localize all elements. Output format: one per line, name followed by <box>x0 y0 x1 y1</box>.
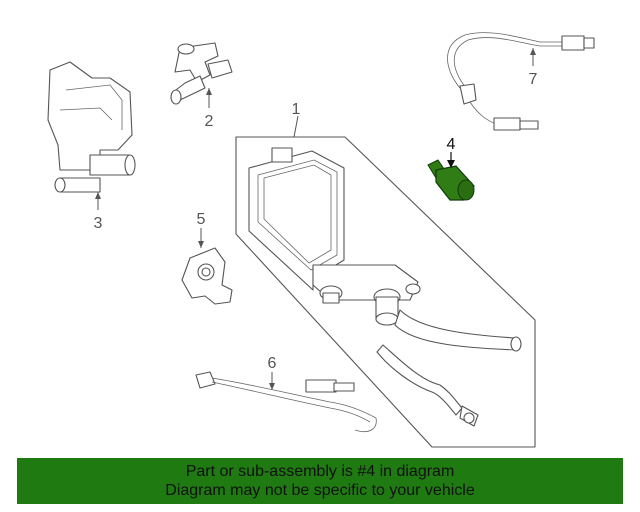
callout-6: 6 <box>268 355 277 372</box>
callout-1: 1 <box>292 101 301 118</box>
callout-4: 4 <box>447 136 456 153</box>
oxygen-sensor-part-7 <box>447 32 595 131</box>
callout-2: 2 <box>205 113 214 130</box>
valve-part-3 <box>47 61 136 193</box>
banner-line-1: Part or sub-assembly is #4 in diagram <box>185 463 455 480</box>
callout-5: 5 <box>197 211 206 228</box>
leader-lines <box>95 48 536 390</box>
oxygen-sensor-part-6 <box>195 371 377 433</box>
banner-line-2: Diagram may not be specific to your vehi… <box>165 482 475 499</box>
parts-diagram: 1 2 3 4 5 6 7 <box>47 32 595 448</box>
sensor-part-5 <box>181 247 233 305</box>
callout-7: 7 <box>529 71 538 88</box>
callout-3: 3 <box>94 215 103 232</box>
highlighted-sensor-part-4 <box>427 159 475 201</box>
valve-part-2 <box>170 42 233 105</box>
canister-assembly-part-1 <box>235 136 536 448</box>
info-banner: Part or sub-assembly is #4 in diagram Di… <box>17 458 623 504</box>
